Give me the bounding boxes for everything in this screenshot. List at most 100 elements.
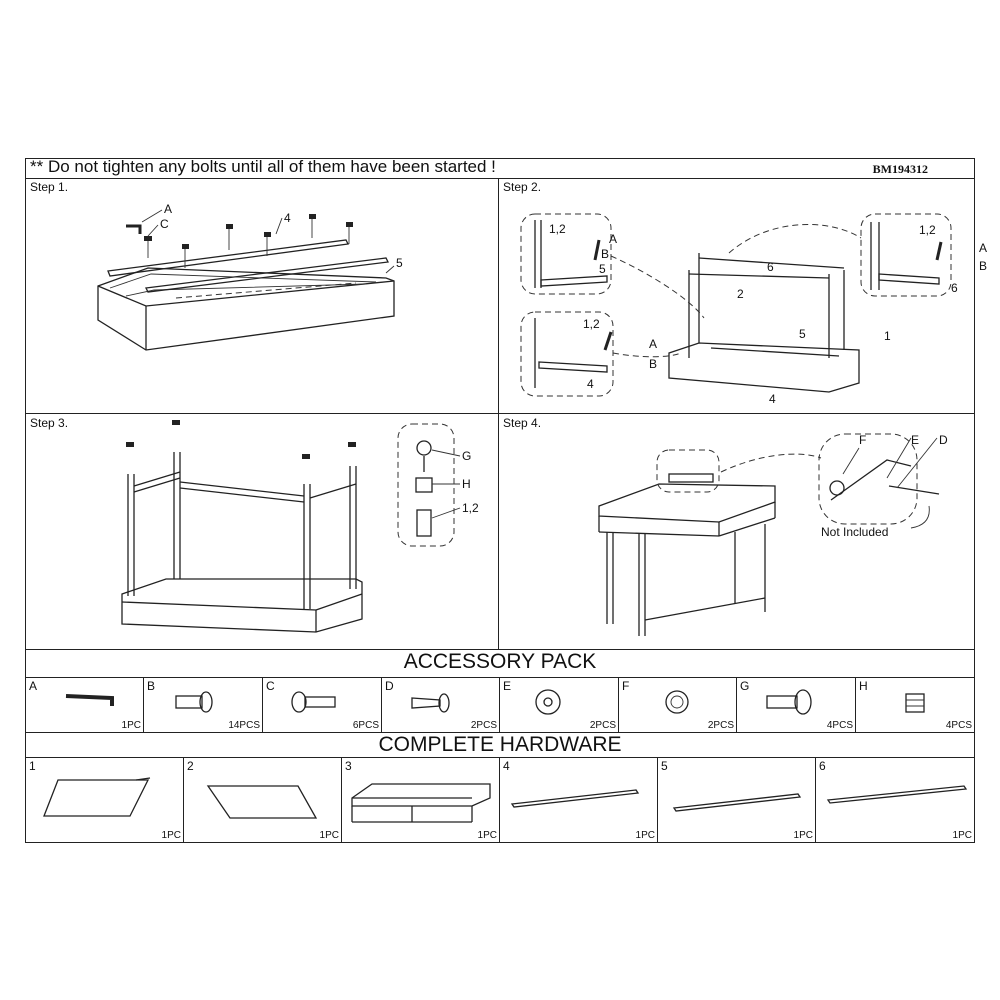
callout-a-3: A <box>979 241 987 255</box>
hardware-key: 2 <box>187 759 194 773</box>
accessory-cell-g: G 4PCS <box>737 678 856 732</box>
insert-nut-icon <box>905 693 925 713</box>
step-3-illustration: G H 1,2 <box>121 420 479 633</box>
hardware-key: 1 <box>29 759 36 773</box>
accessory-qty: 2PCS <box>707 720 734 731</box>
accessory-key: A <box>29 679 38 693</box>
accessory-key: G <box>740 679 750 693</box>
crossbar-icon <box>510 789 640 808</box>
accessory-qty: 4PCS <box>945 720 972 731</box>
not-included-note: Not Included <box>821 525 888 539</box>
hardware-qty: 1PC <box>793 830 813 841</box>
accessory-qty: 4PCS <box>826 720 853 731</box>
hardware-key: 5 <box>661 759 668 773</box>
hardware-cell-5: 5 1PC <box>658 758 816 842</box>
callout-b-2: B <box>649 357 657 371</box>
step-1-illustration: A C 4 5 <box>97 202 403 351</box>
hardware-qty: 1PC <box>319 830 339 841</box>
callout-2: 2 <box>737 287 744 301</box>
callout-1-2-a: 1,2 <box>549 222 566 236</box>
hardware-qty: 1PC <box>635 830 655 841</box>
hardware-qty: 1PC <box>477 830 497 841</box>
callout-4-1: 4 <box>587 377 594 391</box>
callout-5: 5 <box>396 256 403 270</box>
hardware-cell-6: 6 1PC <box>816 758 974 842</box>
callout-a-2: A <box>649 337 657 351</box>
accessory-cell-d: D 2PCS <box>382 678 500 732</box>
hardware-cell-2: 2 1PC <box>184 758 342 842</box>
callout-4: 4 <box>284 211 291 225</box>
crossbar-icon <box>672 793 802 812</box>
accessory-cell-h: H 4PCS <box>856 678 974 732</box>
callout-a: A <box>164 202 172 216</box>
callout-6-1: 6 <box>767 260 774 274</box>
step-2-panel: Step 2. <box>499 178 987 414</box>
instruction-sheet: ** Do not tighten any bolts until all of… <box>25 157 987 843</box>
hardware-qty: 1PC <box>952 830 972 841</box>
accessory-qty: 6PCS <box>352 720 379 731</box>
step-2-label: Step 2. <box>503 180 542 194</box>
accessory-key: B <box>147 679 156 693</box>
crossbar-icon <box>826 785 968 804</box>
hex-key-icon <box>65 694 114 706</box>
callout-4-2: 4 <box>769 392 776 406</box>
step-1-panel: Step 1. <box>26 178 499 414</box>
step-3-panel: Step 3. <box>26 414 499 650</box>
sheet-header: ** Do not tighten any bolts until all of… <box>26 157 974 179</box>
accessory-qty: 2PCS <box>470 720 497 731</box>
accessory-cell-c: C 6PCS <box>263 678 382 732</box>
callout-5-1: 5 <box>599 262 606 276</box>
accessory-key: F <box>622 679 630 693</box>
callout-e: E <box>911 433 919 447</box>
hardware-cell-4: 4 1PC <box>500 758 658 842</box>
callout-6-2: 6 <box>951 281 958 295</box>
flat-bolt-icon <box>175 691 213 713</box>
callout-g: G <box>462 449 471 463</box>
accessory-key: E <box>503 679 512 693</box>
accessory-cell-f: F 2PCS <box>619 678 737 732</box>
hardware-cell-1: 1 1PC <box>26 758 184 842</box>
callout-5-2: 5 <box>799 327 806 341</box>
step-3-label: Step 3. <box>30 416 69 430</box>
wood-screw-icon <box>411 693 450 713</box>
hardware-qty: 1PC <box>161 830 181 841</box>
hardware-key: 3 <box>345 759 352 773</box>
accessory-key: C <box>266 679 275 693</box>
callout-1-2-b: 1,2 <box>583 317 600 331</box>
callout-h: H <box>462 477 471 491</box>
callout-b-1: B <box>601 247 609 261</box>
complete-hardware-title: COMPLETE HARDWARE <box>26 733 974 758</box>
hardware-key: 6 <box>819 759 826 773</box>
washer-icon <box>535 689 561 715</box>
complete-hardware-row: 1 1PC 2 1PC 3 1PC <box>26 758 974 842</box>
drawer-top-icon <box>351 783 491 823</box>
callout-b-3: B <box>979 259 987 273</box>
accessory-qty: 2PCS <box>589 720 616 731</box>
callout-1-2-c: 1,2 <box>919 223 936 237</box>
accessory-qty: 1PC <box>121 720 141 731</box>
step-2-illustration: 1,2 A B 5 6 2 5 1 1,2 A B 4 4 1,2 A B 6 <box>520 213 987 406</box>
callout-d: D <box>939 433 948 447</box>
accessory-key: D <box>385 679 394 693</box>
step-4-illustration: F E D Not Included <box>598 433 948 636</box>
hardware-key: 4 <box>503 759 510 773</box>
accessory-pack-row: A 1PC B 14PCS C 6PCS D <box>26 678 974 733</box>
callout-f: F <box>859 433 866 447</box>
accessory-cell-b: B 14PCS <box>144 678 263 732</box>
accessory-cell-e: E 2PCS <box>500 678 619 732</box>
accessory-qty: 14PCS <box>228 720 260 731</box>
callout-c: C <box>160 217 169 231</box>
step-4-panel: Step 4. <box>499 414 974 650</box>
step-4-label: Step 4. <box>503 416 542 430</box>
hex-bolt-icon <box>291 691 336 713</box>
hardware-cell-3: 3 1PC <box>342 758 500 842</box>
accessory-cell-a: A 1PC <box>26 678 144 732</box>
accessory-pack-title: ACCESSORY PACK <box>26 650 974 678</box>
side-frame-icon <box>206 785 318 819</box>
knob-icon <box>665 690 689 714</box>
side-frame-icon <box>43 777 151 817</box>
accessory-key: H <box>859 679 868 693</box>
warning-text: ** Do not tighten any bolts until all of… <box>30 157 496 176</box>
leveler-bolt-icon <box>766 689 812 715</box>
callout-a-1: A <box>609 232 617 246</box>
